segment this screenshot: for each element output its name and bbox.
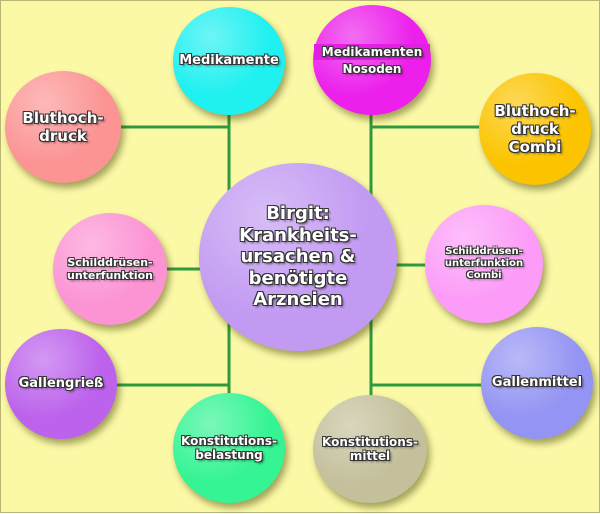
node-bluthochdruck-combi: Bluthoch- druck Combi	[479, 73, 591, 185]
node-schilddruesen-unterfunktion: Schilddrüsen- unterfunktion	[53, 213, 167, 325]
node-bluthochdruck: Bluthoch- druck	[5, 71, 121, 183]
node-label: Medikamente	[179, 53, 279, 69]
node-label: Bluthoch- druck	[22, 109, 104, 145]
node-label: Gallengrieß	[18, 376, 104, 392]
node-label: Konstitutions- mittel	[322, 434, 418, 463]
node-label: Gallenmittel	[491, 375, 583, 391]
node-label-top: Medikamenten	[313, 43, 431, 60]
node-gallengriess: Gallengrieß	[5, 329, 117, 439]
node-medikamente: Medikamente	[173, 7, 285, 115]
node-konstitutionsbelastung: Konstitutions- belastung	[173, 393, 285, 503]
node-medikamenten-nosoden: Medikamenten Nosoden	[313, 5, 431, 115]
node-gallenmittel: Gallenmittel	[481, 327, 593, 439]
node-label: Bluthoch- druck Combi	[494, 102, 576, 156]
node-label: Schilddrüsen- unterfunktion Combi	[444, 246, 524, 281]
node-schilddruesen-unterfunktion-combi: Schilddrüsen- unterfunktion Combi	[425, 205, 543, 323]
node-label: Konstitutions- belastung	[181, 433, 277, 462]
node-konstitutionsmittel: Konstitutions- mittel	[313, 395, 427, 503]
node-label-bottom: Nosoden	[342, 62, 402, 76]
center-label: Birgit: Krankheits- ursachen & benötigte…	[239, 203, 357, 311]
node-center: Birgit: Krankheits- ursachen & benötigte…	[199, 163, 397, 351]
node-label: Schilddrüsen- unterfunktion	[67, 255, 153, 282]
